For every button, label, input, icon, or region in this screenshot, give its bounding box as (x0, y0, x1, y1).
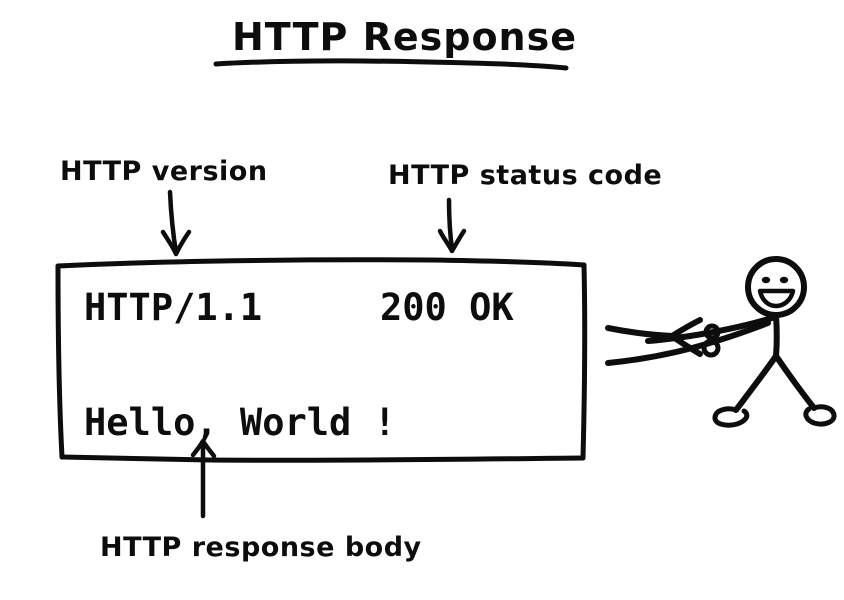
arrow-down-icon-status (437, 197, 467, 254)
title-underline-icon (213, 58, 569, 71)
page-title: HTTP Response (232, 15, 577, 59)
http-response-body-label: HTTP response body (100, 532, 422, 563)
stick-figure-arm-upper (645, 315, 775, 344)
http-response-box (55, 257, 588, 463)
stick-figure-hand-lower (701, 338, 721, 358)
arrow-left-icon-pointer (605, 317, 703, 357)
response-body-line: Hello, World ! (84, 401, 396, 444)
stick-figure-leg-right (773, 353, 817, 411)
http-version-label: HTTP version (60, 156, 268, 187)
stick-figure-arm-lower (605, 320, 771, 366)
stick-figure-foot-left (712, 406, 750, 428)
stick-figure-leg-left (733, 353, 779, 413)
stick-figure-mouth (757, 288, 796, 309)
stick-figure (605, 256, 837, 428)
arrow-up-icon-body (190, 438, 217, 519)
stick-figure-hand-upper (703, 323, 721, 341)
stick-figure-eye-left (761, 276, 771, 284)
stick-figure-eye-right (779, 276, 789, 284)
http-status-code-label: HTTP status code (388, 160, 662, 191)
arrow-down-icon-version (160, 189, 192, 257)
stick-figure-torso (773, 312, 780, 359)
status-line-code: 200 OK (380, 286, 514, 329)
stick-figure-foot-right (803, 404, 837, 427)
status-line-version: HTTP/1.1 (84, 286, 262, 329)
